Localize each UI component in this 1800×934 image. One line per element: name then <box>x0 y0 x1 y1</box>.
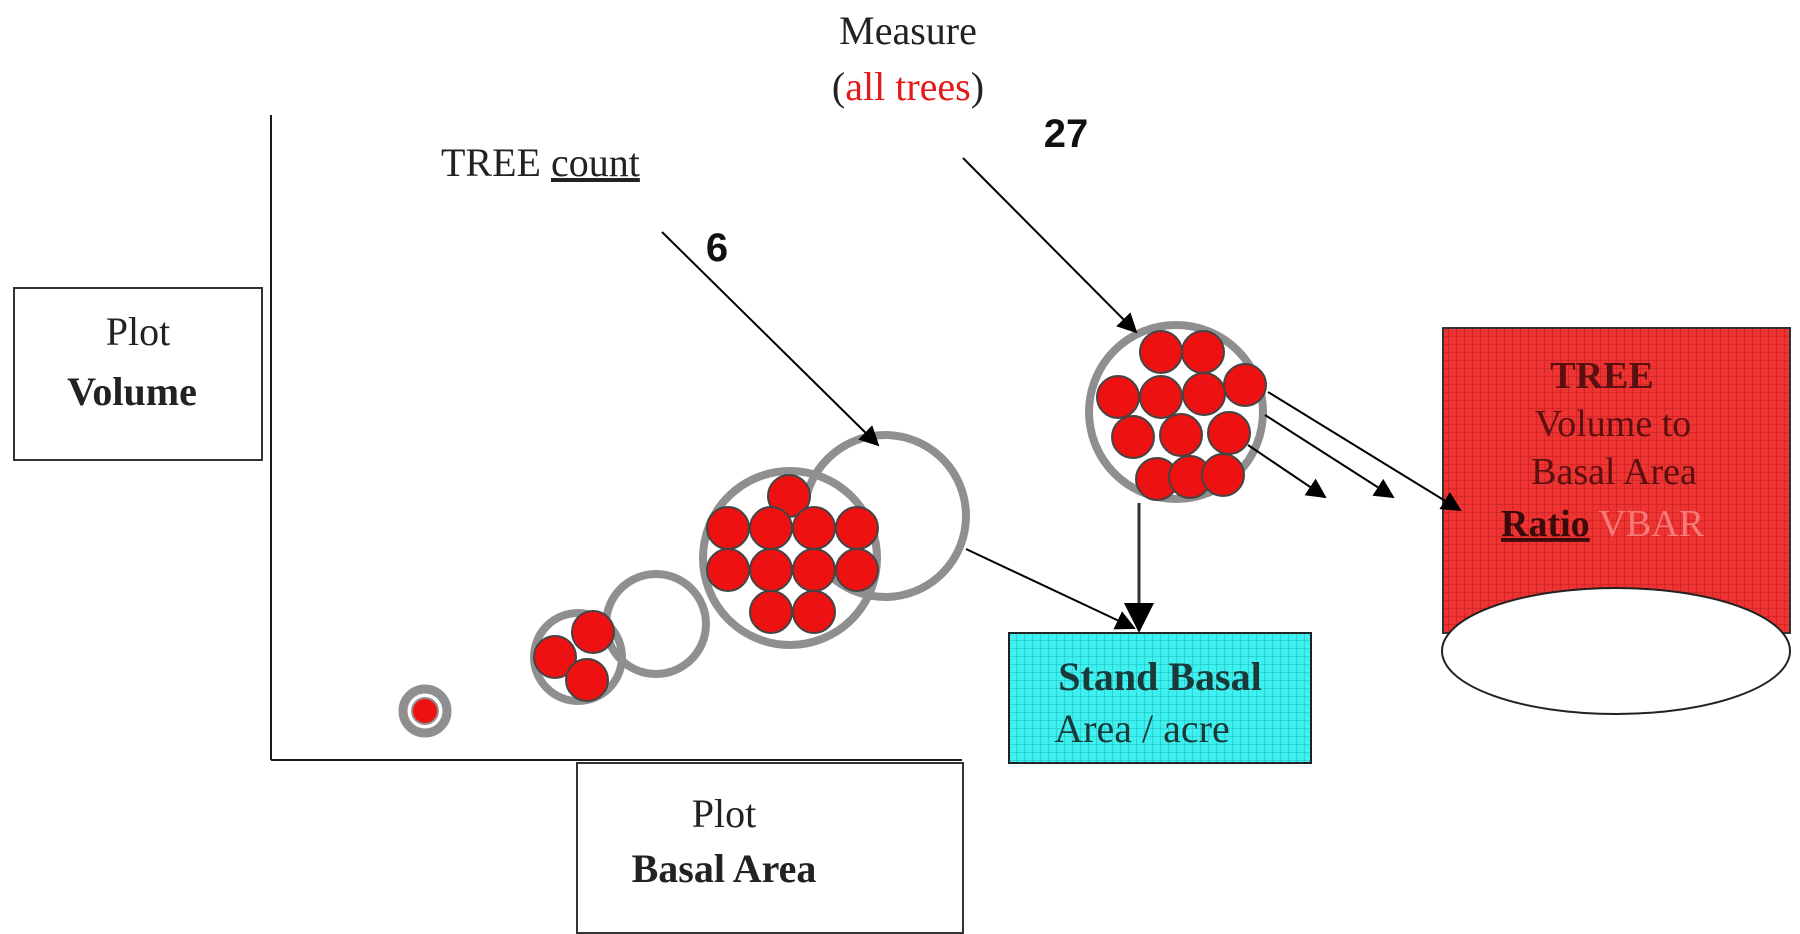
tree-circle <box>706 506 750 550</box>
plot-4 <box>1085 321 1267 503</box>
tree-circle <box>1201 453 1245 497</box>
tree-count-label: TREE count <box>441 140 640 185</box>
tree-circle <box>1207 411 1251 455</box>
arrow-count-to-plot <box>661 231 880 447</box>
tree-circle <box>411 697 439 725</box>
tree-circle <box>1182 372 1226 416</box>
tree-circle <box>835 506 879 550</box>
tree-circle <box>1139 375 1183 419</box>
tree-circle <box>1223 363 1267 407</box>
vbar-line1: TREE <box>1550 355 1653 397</box>
plot-volume-box: Plot Volume <box>13 287 263 461</box>
tree-circle <box>749 506 793 550</box>
tree-circle <box>1139 330 1183 374</box>
arrow-to-vbar-1 <box>1247 444 1327 499</box>
tree-count-value: 6 <box>706 226 728 270</box>
plot-basal-area-box: Plot Basal Area <box>576 762 964 934</box>
measure-label-line1: Measure <box>839 8 977 53</box>
tree-circle <box>792 590 836 634</box>
plot-2 <box>530 570 710 705</box>
tree-circle <box>749 548 793 592</box>
tree-circle <box>835 548 879 592</box>
tree-circle <box>571 610 615 654</box>
plot-volume-line2: Volume <box>67 369 197 414</box>
arrow-to-vbar-3 <box>1267 391 1462 512</box>
stand-basal-area-line2: Area / acre <box>1054 706 1229 751</box>
stand-basal-area-line1: Stand Basal <box>1058 654 1261 699</box>
plot-ring <box>699 467 881 649</box>
plot-basal-area-line2: Basal Area <box>632 846 817 891</box>
tree-circle <box>706 548 750 592</box>
tree-circle <box>749 590 793 634</box>
vbar-cylinder: TREE Volume to Basal Area Ratio VBAR <box>1441 327 1791 715</box>
plot-ring <box>398 684 452 738</box>
tree-circle <box>565 658 609 702</box>
plot-basal-area-line1: Plot <box>692 791 756 836</box>
tree-circle <box>792 506 836 550</box>
plot-volume-line1: Plot <box>106 309 170 354</box>
vbar-cylinder-body <box>1442 327 1791 634</box>
vbar-line2: Volume to <box>1535 403 1692 445</box>
measure-count-value: 27 <box>1044 112 1089 156</box>
plot-1 <box>398 684 452 738</box>
plot-3 <box>699 431 970 649</box>
plot-ring <box>1085 321 1267 503</box>
arrow-measure-to-plot <box>962 157 1138 334</box>
measure-label-line2: (all trees) <box>832 64 984 109</box>
stand-basal-area-box: Stand Basal Area / acre <box>1008 632 1312 764</box>
tree-circle <box>1096 375 1140 419</box>
tree-circle <box>1181 330 1225 374</box>
tree-circle <box>1159 413 1203 457</box>
tree-circle <box>1111 415 1155 459</box>
arrow-plot-to-stand <box>965 548 1136 630</box>
vbar-cylinder-base <box>1441 587 1791 715</box>
arrow-to-vbar-2 <box>1264 414 1395 499</box>
tree-circle <box>792 548 836 592</box>
vbar-line3: Basal Area <box>1531 451 1697 493</box>
vbar-line4: Ratio VBAR <box>1501 503 1705 545</box>
tree-circle <box>533 635 577 679</box>
